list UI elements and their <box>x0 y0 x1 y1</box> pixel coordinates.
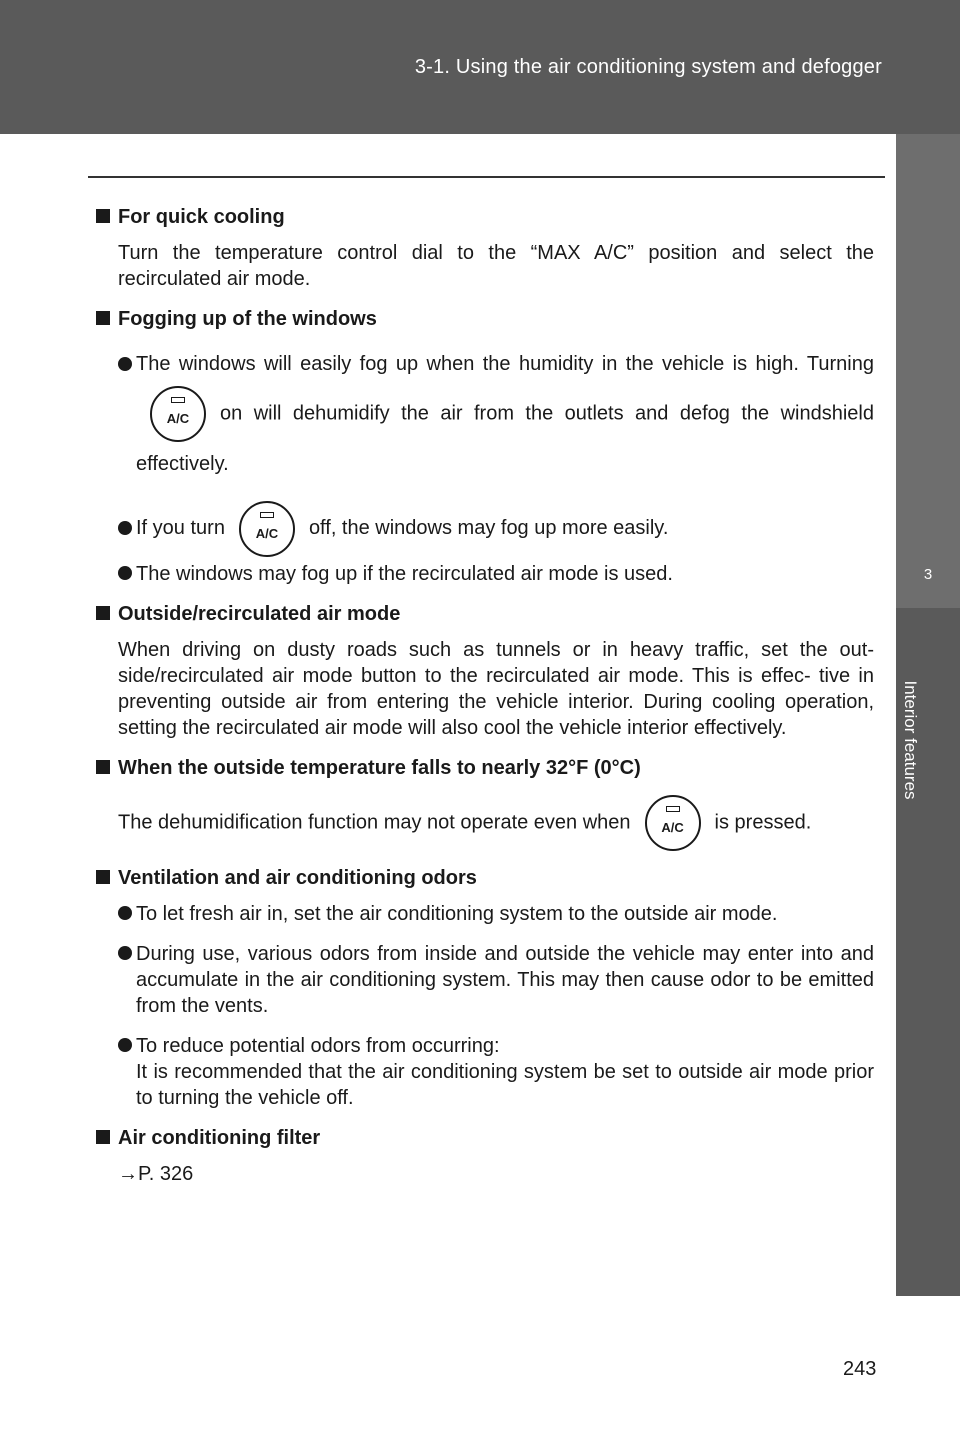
heading-fogging: Fogging up of the windows <box>96 306 874 332</box>
heading-outside-temp: When the outside temperature falls to ne… <box>96 755 874 781</box>
square-bullet-icon <box>96 1129 110 1144</box>
header-title: 3-1. Using the air conditioning system a… <box>414 56 882 78</box>
bullet-fogging-1: The windows will easily fog up when the … <box>118 342 874 486</box>
heading-quick-cooling: For quick cooling <box>96 204 874 230</box>
chapter-tab: 3 <box>896 134 960 608</box>
header-rule <box>88 176 885 178</box>
ac-button-icon: A/C <box>644 794 701 851</box>
heading-odors: Ventilation and air conditioning odors <box>96 865 874 891</box>
round-bullet-icon <box>118 521 132 535</box>
round-bullet-icon <box>118 357 132 371</box>
ac-button-icon: A/C <box>150 386 206 442</box>
ac-button-icon: A/C <box>238 500 295 557</box>
page-number: 243 <box>843 1358 877 1380</box>
content: For quick cooling Turn the temperature c… <box>96 204 874 1201</box>
para-outside-recirc: When driving on dusty roads such as tunn… <box>118 638 874 739</box>
bullet-odors-3: To reduce potential odors from occurring… <box>118 1033 874 1111</box>
page-reference-link[interactable]: →P. 326 <box>118 1162 194 1185</box>
heading-filter: Air conditioning filter <box>96 1125 874 1151</box>
bullet-odors-1: To let fresh air in, set the air conditi… <box>118 901 874 927</box>
chapter-number: 3 <box>923 566 933 583</box>
round-bullet-icon <box>118 905 132 920</box>
para-outside-temp: The dehumidification function may not op… <box>118 794 874 851</box>
square-bullet-icon <box>96 605 110 620</box>
square-bullet-icon <box>96 759 110 774</box>
round-bullet-icon <box>118 1037 132 1052</box>
round-bullet-icon <box>118 565 132 580</box>
square-bullet-icon <box>96 311 110 325</box>
chapter-title-vertical: Interior features <box>870 650 950 830</box>
bullet-fogging-3: The windows may fog up if the recirculat… <box>118 561 874 587</box>
bullet-odors-2: During use, various odors from inside an… <box>118 941 874 1019</box>
square-bullet-icon <box>96 869 110 884</box>
chapter-title: Interior features <box>901 680 920 800</box>
page-header: 3-1. Using the air conditioning system a… <box>0 0 960 134</box>
round-bullet-icon <box>118 945 132 960</box>
heading-outside-recirc: Outside/recirculated air mode <box>96 601 874 627</box>
square-bullet-icon <box>96 209 110 223</box>
para-quick-cooling: Turn the temperature control dial to the… <box>118 242 874 290</box>
